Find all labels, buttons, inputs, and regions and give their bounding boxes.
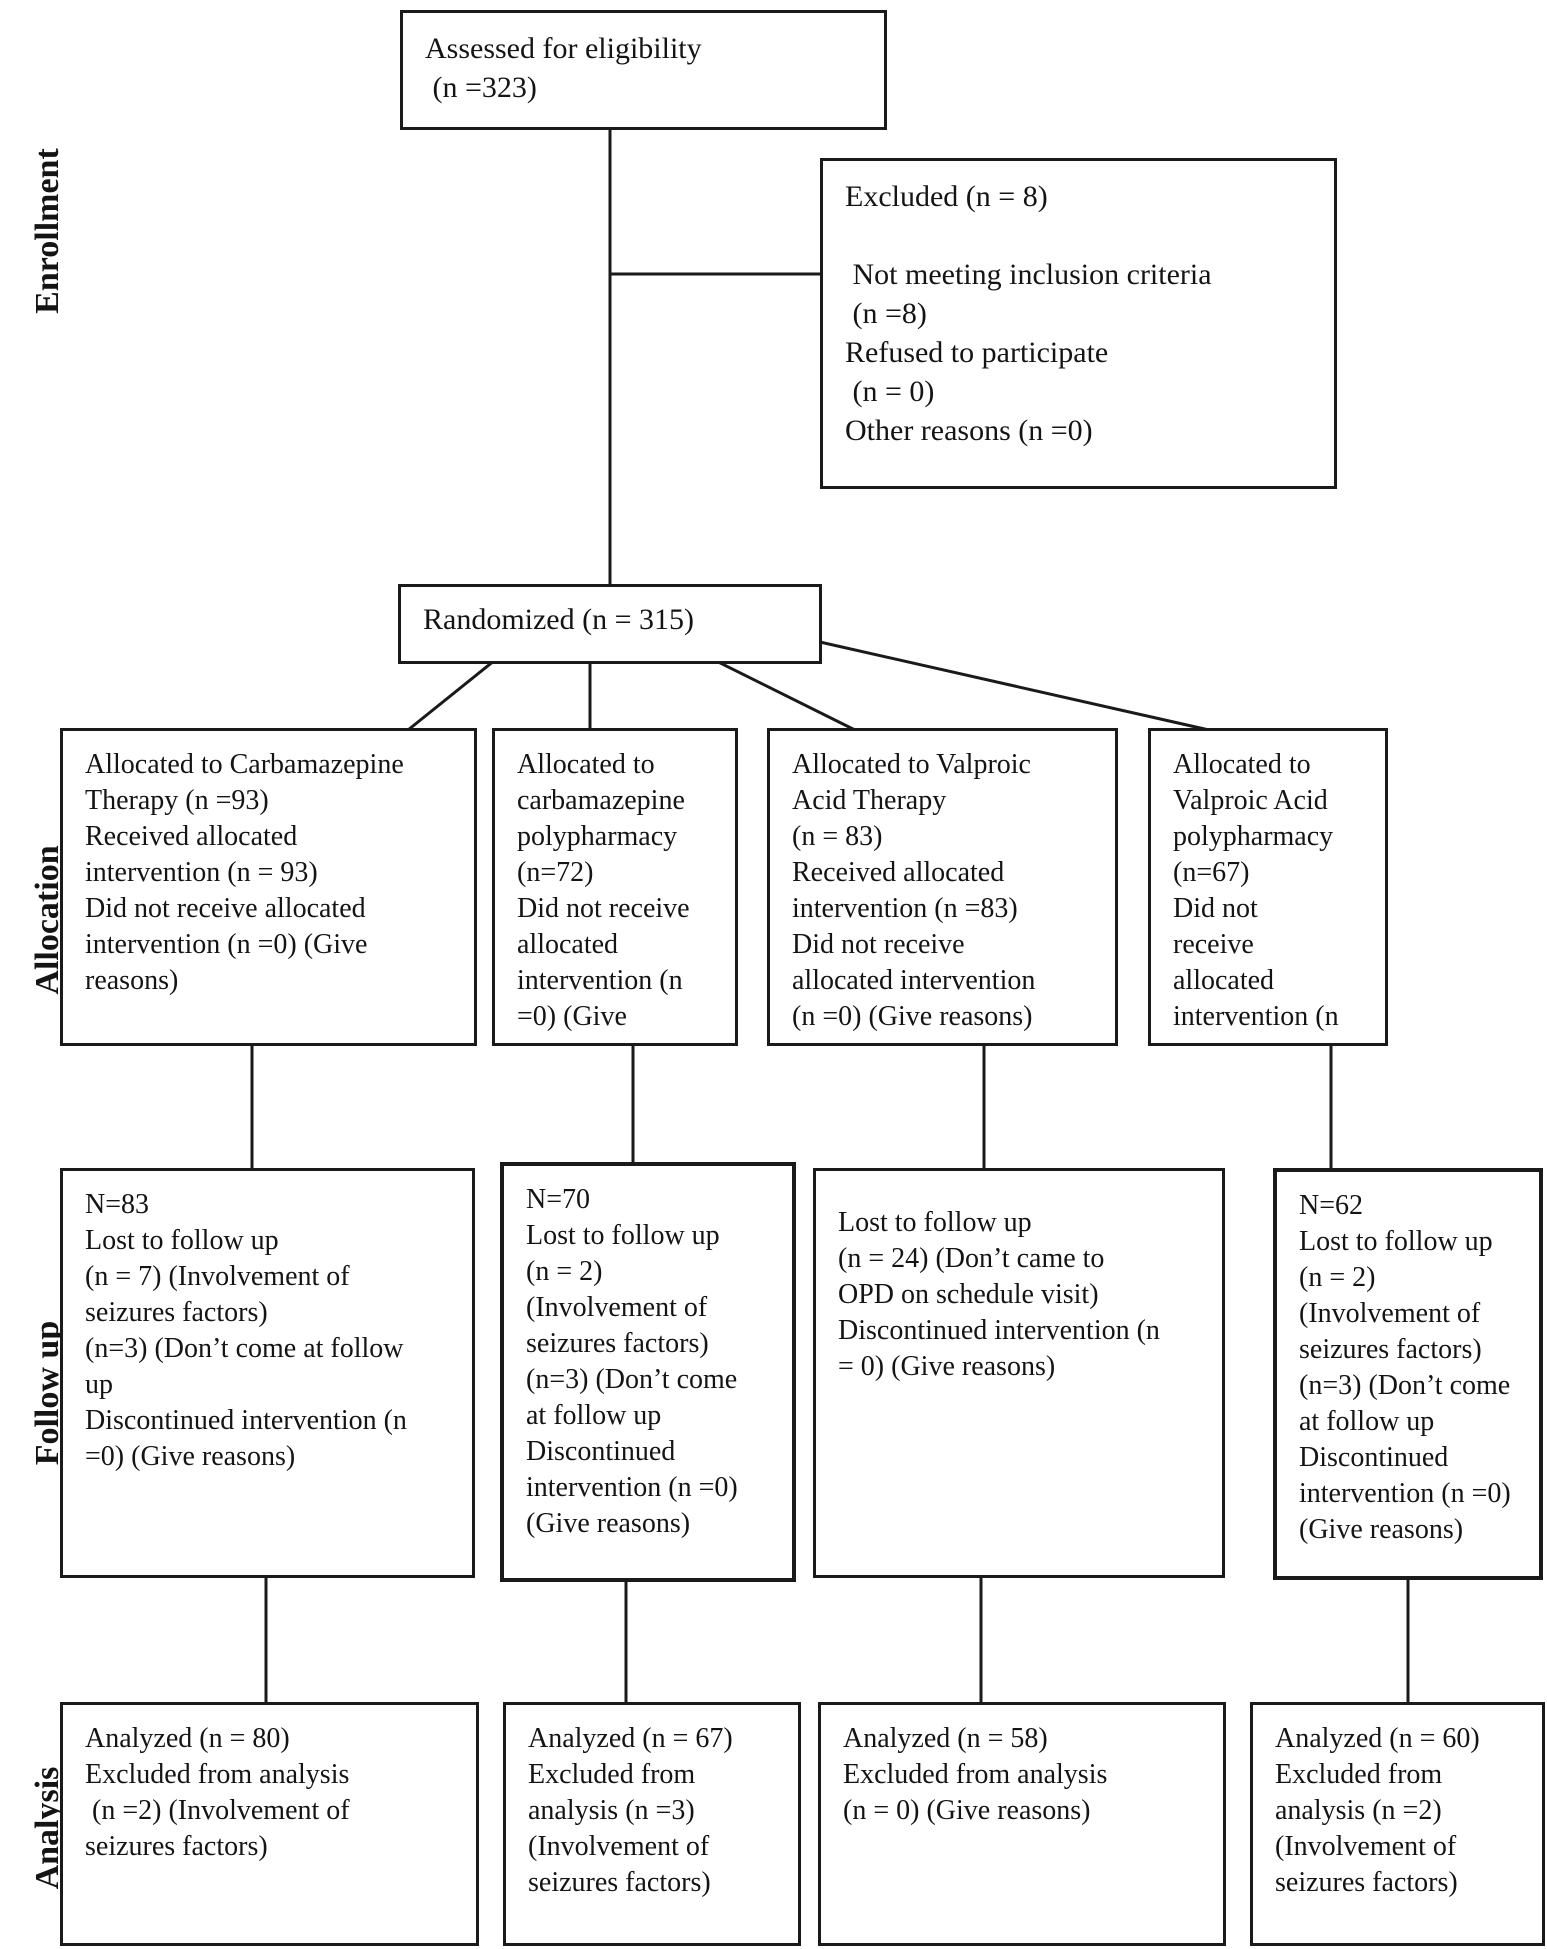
box-allocation-valproic-acid-polypharmacy: Allocated to Valproic Acid polypharmacy … <box>1148 728 1388 1046</box>
box-allocation-carbamazepine-therapy: Allocated to Carbamazepine Therapy (n =9… <box>60 728 477 1046</box>
stage-label-enrollment: Enrollment <box>29 148 66 314</box>
box-allocation-carbamazepine-polypharmacy: Allocated to carbamazepine polypharmacy … <box>492 728 738 1046</box>
box-analysis-valproic-acid-therapy: Analyzed (n = 58) Excluded from analysis… <box>818 1702 1226 1946</box>
box-randomized: Randomized (n = 315) <box>398 584 822 664</box>
box-followup-valproic-acid-therapy: Lost to follow up (n = 24) (Don’t came t… <box>813 1168 1225 1578</box>
box-analysis-valproic-acid-polypharmacy: Analyzed (n = 60) Excluded from analysis… <box>1250 1702 1545 1946</box>
box-followup-carbamazepine-polypharmacy: N=70 Lost to follow up (n = 2) (Involvem… <box>500 1162 796 1582</box>
box-followup-valproic-acid-polypharmacy: N=62 Lost to follow up (n = 2) (Involvem… <box>1273 1168 1543 1580</box>
box-excluded: Excluded (n = 8) Not meeting inclusion c… <box>820 158 1337 489</box>
box-analysis-carbamazepine-polypharmacy: Analyzed (n = 67) Excluded from analysis… <box>503 1702 801 1946</box>
box-assessed-for-eligibility: Assessed for eligibility (n =323) <box>400 10 887 130</box>
box-followup-carbamazepine-therapy: N=83 Lost to follow up (n = 7) (Involvem… <box>60 1168 475 1578</box>
box-analysis-carbamazepine-therapy: Analyzed (n = 80) Excluded from analysis… <box>60 1702 479 1946</box>
box-allocation-valproic-acid-therapy: Allocated to Valproic Acid Therapy (n = … <box>767 728 1118 1046</box>
connector-randomized-to-alloc4 <box>810 638 1210 732</box>
